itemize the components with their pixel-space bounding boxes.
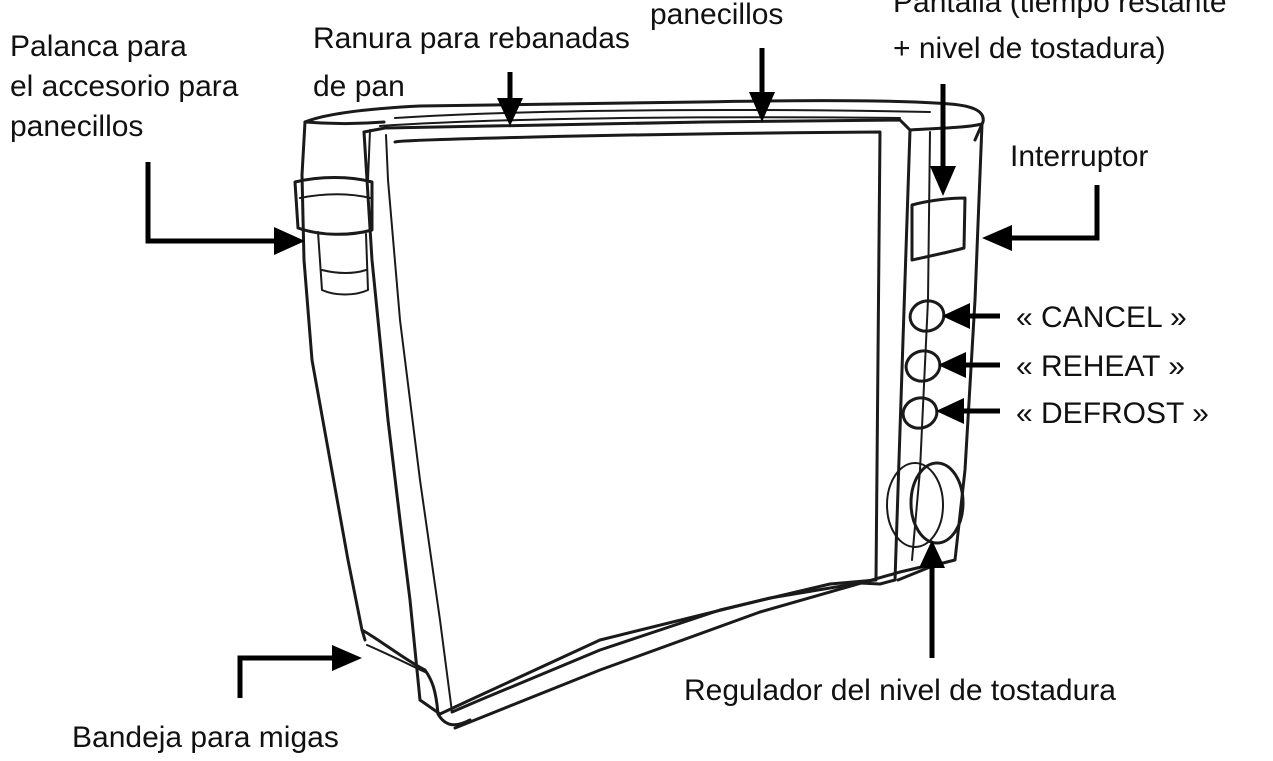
defrost-label: « DEFROST » xyxy=(1016,397,1209,430)
toaster-top-rim xyxy=(303,99,985,142)
display-label-line2: + nivel de tostadura) xyxy=(893,32,1166,65)
toaster-front-frame xyxy=(362,118,912,716)
cancel-button[interactable] xyxy=(907,297,948,335)
callout-arrows xyxy=(145,48,1100,698)
lever-label-line3: panecillos xyxy=(10,110,143,143)
slot-label-line2: de pan xyxy=(313,70,405,103)
bun-label: panecillos xyxy=(650,0,783,31)
reheat-button[interactable] xyxy=(903,347,944,385)
crumb-tray-arrow xyxy=(237,655,335,698)
crumb-tray-label: Bandeja para migas xyxy=(72,721,339,754)
browning-knob-base xyxy=(886,462,944,548)
display-screen xyxy=(910,196,967,262)
reheat-label: « REHEAT » xyxy=(1016,350,1185,383)
bread-slot xyxy=(379,116,901,127)
callout-labels: Palanca para el accesorio para panecillo… xyxy=(10,0,1227,754)
switch-label: Interruptor xyxy=(1010,140,1148,173)
lever-label-line1: Palanca para xyxy=(10,30,187,63)
lever-arrow xyxy=(145,162,278,244)
crumb-tray[interactable] xyxy=(360,628,472,727)
lever-label-line2: el accesorio para xyxy=(10,70,239,103)
slot-label-line1: Ranura para rebanadas xyxy=(313,22,630,55)
bun-warmer-lever[interactable] xyxy=(293,176,374,236)
knob-label: Regulador del nivel de tostadura xyxy=(684,674,1116,707)
toaster-left-side xyxy=(300,120,367,642)
browning-knob[interactable] xyxy=(909,461,965,545)
defrost-button[interactable] xyxy=(900,394,941,432)
switch-arrow xyxy=(1010,185,1100,241)
toaster-front-panel xyxy=(393,130,882,714)
display-label-line1: Pantalla (tiempo restante xyxy=(893,0,1227,19)
toaster-illustration xyxy=(293,99,985,730)
cancel-label: « CANCEL » xyxy=(1016,301,1187,334)
